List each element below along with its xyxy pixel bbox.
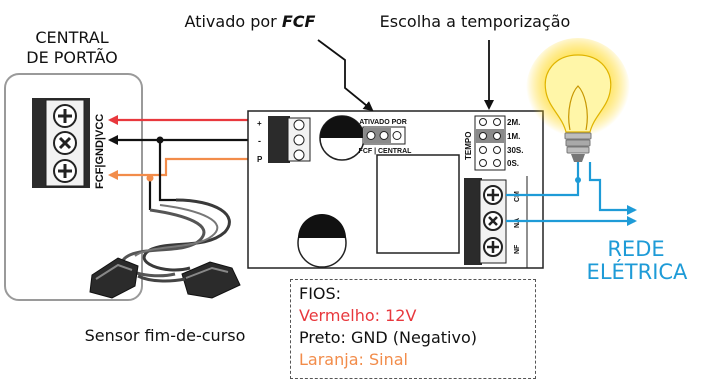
limit-switch-sensor [89,198,241,299]
central-gate-panel [4,73,143,301]
svg-text:NF: NF [514,244,521,254]
central-terminal-block [32,98,90,188]
activated-by-arrow [317,39,374,112]
time-option-2m: 2M. [507,118,520,127]
wire-legend: FIOS: Vermelho: 12V Preto: GND (Negativo… [290,279,536,379]
sensor-label: Sensor fim-de-curso [85,326,246,345]
legend-title: FIOS: [299,284,342,303]
svg-text:+: + [257,119,262,128]
capacitor-top [319,115,365,161]
capacitor-bottom [297,214,347,268]
legend-black: Preto: GND (Negativo) [299,328,477,347]
time-option-1m: 1M. [507,132,520,141]
central-title-line2: DE PORTÃO [26,48,118,67]
svg-text:TEMPO: TEMPO [464,132,473,160]
grid-label-line2: ELÉTRICA [587,259,689,284]
choose-timing-caption: Escolha a temporização [380,12,571,31]
svg-text:NA: NA [514,218,521,228]
activated-by-caption: Ativado por FCF [185,12,316,31]
svg-text:P: P [257,155,263,164]
grid-label-line1: REDE [607,237,664,261]
light-bulb-icon [526,38,630,162]
central-terminal-labels: FCF|GND|VCC [94,114,106,189]
wires [108,115,255,210]
time-option-0s: 0S. [507,159,519,168]
legend-orange: Laranja: Sinal [299,350,408,369]
svg-text:ATIVADO POR: ATIVADO POR [359,119,407,126]
svg-text:FCF | CENTRAL: FCF | CENTRAL [359,148,413,155]
blue-wires [506,162,637,226]
relay [376,154,460,254]
svg-text:FCF|GND|VCC: FCF|GND|VCC [94,114,106,189]
central-title-line1: CENTRAL [35,28,108,47]
board-input-terminal: + - P [257,116,311,164]
svg-text:-: - [258,136,261,146]
time-option-30s: 30S. [507,146,523,155]
blue-wire-lamp [588,162,637,215]
legend-red: Vermelho: 12V [299,306,417,325]
activation-jumper: ATIVADO POR FCF | CENTRAL [359,119,413,155]
timing-jumper: TEMPO 2M. 1M. 30S. 0S. [464,115,523,171]
svg-text:CM: CM [514,191,521,202]
wire-orange [108,157,255,180]
